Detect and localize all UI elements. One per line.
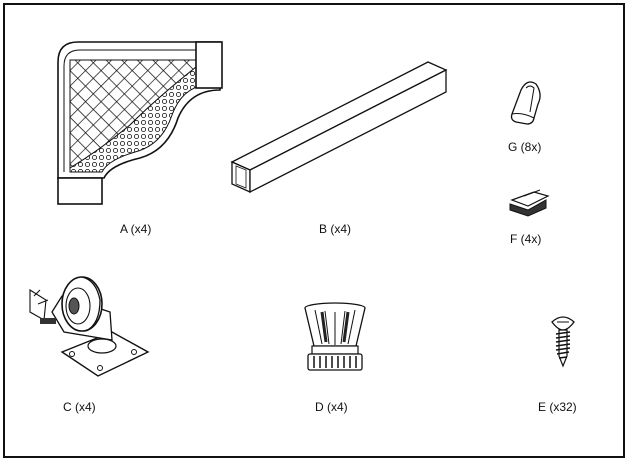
part-b-label: B (x4): [319, 222, 352, 236]
part-e-label: E (x32): [538, 400, 577, 414]
part-g-label: G (8x): [508, 140, 542, 154]
parts-list-frame: [3, 3, 625, 458]
clip-bracket-icon: [509, 189, 550, 217]
part-c-label: C (x4): [63, 400, 96, 414]
rectangular-tube-icon: [230, 61, 448, 194]
clip-icon: [510, 81, 541, 125]
adjustable-foot-icon: [304, 302, 366, 371]
part-a-label: A (x4): [120, 222, 152, 236]
corner-bracket-icon: [57, 41, 223, 205]
swivel-caster-icon: [29, 276, 150, 377]
part-f-label: F (4x): [510, 232, 542, 246]
part-d-label: D (x4): [315, 400, 348, 414]
screw-icon: [551, 316, 575, 368]
